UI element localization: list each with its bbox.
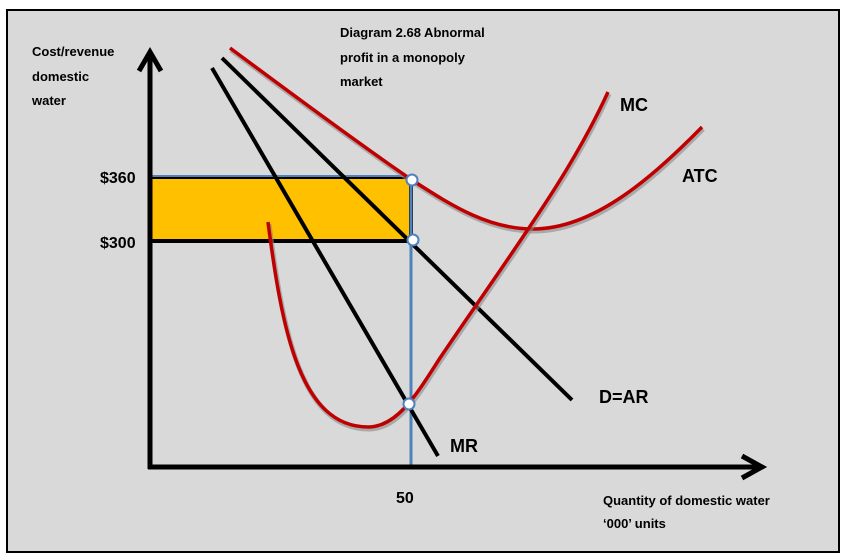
ar-point: [406, 233, 420, 247]
price-360-label: $360: [100, 170, 136, 187]
diagram-frame: [6, 9, 840, 553]
mr-label: MR: [450, 436, 478, 456]
demand-label: D=AR: [599, 387, 649, 407]
demand-curve: [220, 56, 574, 402]
mc-mr-point: [402, 397, 416, 411]
mr-curve: [210, 66, 440, 458]
title-line-1: Diagram 2.68 Abnormal: [340, 25, 485, 40]
title-line-3: market: [340, 74, 383, 89]
y-label-line-3: water: [31, 93, 66, 108]
title-line-2: profit in a monopoly: [340, 50, 466, 65]
cost-300-label: $300: [100, 235, 136, 252]
y-axis-arrow-icon: [136, 47, 164, 73]
atc-curve: [228, 46, 704, 231]
x-label-line-1: Quantity of domestic water: [603, 493, 770, 508]
atc-label: ATC: [682, 166, 718, 186]
x-label-line-2: ‘000’ units: [603, 516, 666, 531]
y-label-line-2: domestic: [32, 69, 89, 84]
quantity-50-label: 50: [396, 490, 414, 507]
mc-label: MC: [620, 95, 648, 115]
x-axis-arrow-icon: [740, 453, 768, 481]
atc-point: [405, 173, 419, 187]
mc-curve: [266, 91, 610, 429]
y-label-line-1: Cost/revenue: [32, 44, 114, 59]
